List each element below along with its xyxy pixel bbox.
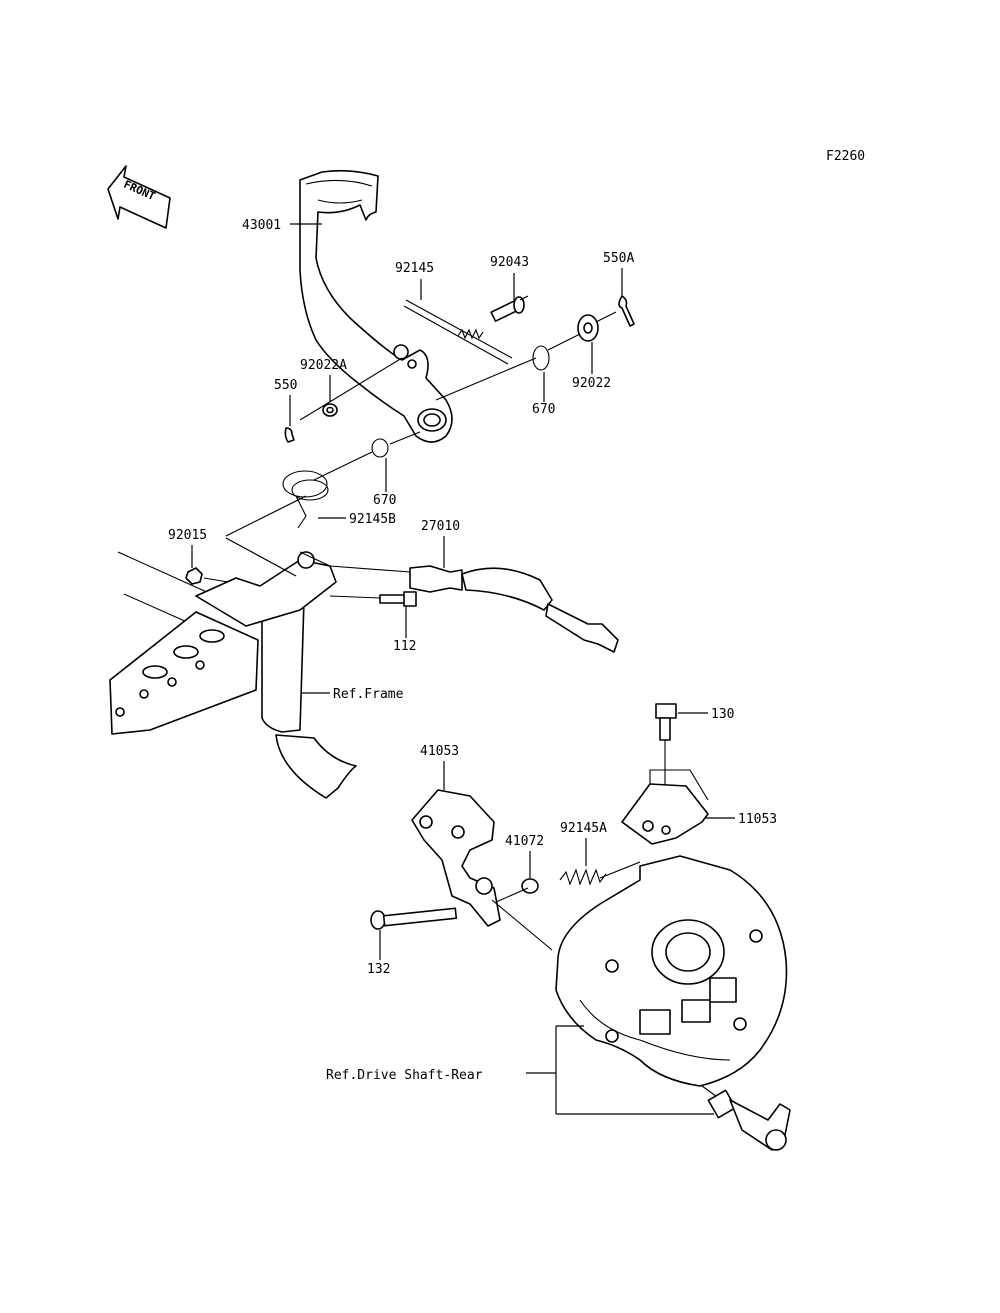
bolt-112: [379, 591, 417, 607]
label-11053: 11053: [738, 812, 777, 827]
bolt-130: [655, 703, 677, 741]
label-112: 112: [393, 639, 416, 654]
label-ref-frame: Ref.Frame: [333, 687, 404, 702]
label-92043: 92043: [490, 255, 529, 270]
spring-92145A: [559, 868, 607, 886]
front-arrow-icon: FRONT: [107, 165, 171, 229]
spring-small: [457, 328, 484, 340]
label-92145B: 92145B: [349, 512, 396, 527]
label-92145A: 92145A: [560, 821, 607, 836]
torsion-spring-92145B: [282, 470, 329, 529]
brake-switch-27010: [409, 565, 619, 653]
label-670-left: 670: [373, 493, 396, 508]
bolt-92043: [490, 296, 525, 322]
lever-41053: [411, 789, 501, 927]
pin-92145: [403, 299, 513, 365]
o-ring-670-right: [532, 345, 550, 371]
label-43001: 43001: [242, 218, 281, 233]
label-92015: 92015: [168, 528, 207, 543]
o-ring-670-left: [371, 438, 389, 458]
washer-92022A: [322, 403, 338, 417]
label-550: 550: [274, 378, 297, 393]
label-132: 132: [367, 962, 390, 977]
nut-41072: [521, 878, 539, 894]
nut-92015: [185, 567, 203, 585]
bracket-11053: [621, 769, 709, 845]
label-ref-drive-shaft: Ref.Drive Shaft-Rear: [326, 1068, 483, 1083]
label-550A: 550A: [603, 251, 634, 266]
bolt-132: [370, 907, 458, 930]
label-130: 130: [711, 707, 734, 722]
cotter-pin-550: [284, 427, 295, 443]
washer-92022: [577, 314, 599, 342]
label-41053: 41053: [420, 744, 459, 759]
drive-shaft: [707, 1089, 791, 1151]
drive-shaft-housing: [555, 855, 788, 1087]
brake-pedal-43001: [299, 169, 453, 443]
figure-code: F2260: [826, 149, 865, 164]
label-41072: 41072: [505, 834, 544, 849]
label-670-right: 670: [532, 402, 555, 417]
label-27010: 27010: [421, 519, 460, 534]
frame-section: [109, 551, 357, 799]
label-92145: 92145: [395, 261, 434, 276]
cotter-pin-550A: [618, 295, 635, 327]
label-92022: 92022: [572, 376, 611, 391]
label-92022A: 92022A: [300, 358, 347, 373]
